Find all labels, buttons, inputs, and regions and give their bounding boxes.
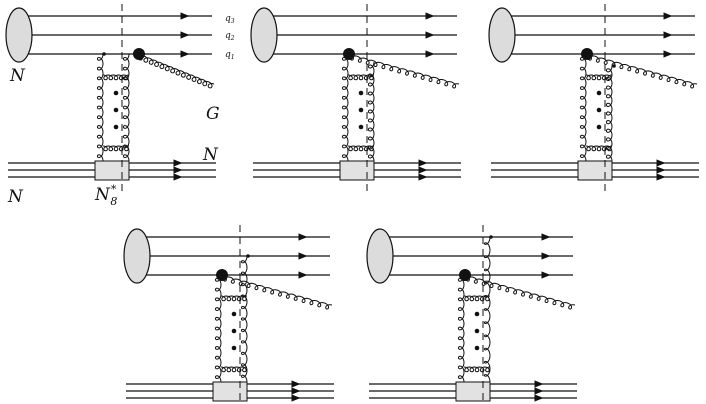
interaction-vertex — [459, 269, 471, 281]
gluon-outgoing — [348, 53, 460, 89]
label-q1: q1 — [225, 50, 235, 61]
ladder-dot-1 — [474, 311, 480, 317]
ladder-dot-3 — [231, 345, 237, 351]
vertex-dot-1 — [102, 52, 106, 56]
excited-state-box — [339, 160, 375, 181]
ladder-dot-3 — [113, 124, 119, 130]
excited-state-box — [94, 160, 130, 181]
diagram-3 — [488, 4, 699, 196]
interaction-vertex — [133, 48, 145, 60]
label-q3: q3 — [225, 14, 235, 25]
gluon-rung-1 — [347, 74, 375, 81]
diagram-1 — [5, 4, 216, 196]
diagram-2 — [250, 4, 461, 196]
ladder-dot-2 — [596, 107, 602, 113]
interaction-vertex — [581, 48, 593, 60]
ladder-dot-3 — [596, 124, 602, 130]
gluon-rung-2 — [463, 366, 491, 373]
nucleon-blob — [488, 7, 516, 63]
ladder-dot-3 — [474, 345, 480, 351]
ladder-dot-1 — [358, 90, 364, 96]
gluon-left-rail — [579, 53, 587, 162]
interaction-vertex — [343, 48, 355, 60]
gluon-rung-2 — [585, 145, 613, 152]
label-q2: q2 — [225, 31, 235, 42]
gluon-rung-2 — [347, 145, 375, 152]
vertex-dot-1 — [246, 254, 250, 258]
diagram-5 — [366, 225, 577, 404]
ladder-dot-3 — [358, 124, 364, 130]
gluon-right-rail — [483, 236, 491, 383]
gluon-rung-2 — [220, 366, 248, 373]
ladder-dot-2 — [231, 328, 237, 334]
ladder-dot-1 — [113, 90, 119, 96]
gluon-outgoing — [137, 53, 215, 89]
ladder-dot-2 — [358, 107, 364, 113]
gluon-outgoing — [221, 274, 333, 310]
ladder-dot-2 — [113, 107, 119, 113]
nucleon-blob — [250, 7, 278, 63]
vertex-dot-1 — [612, 64, 616, 68]
label-nucleon-bottom: N — [7, 187, 24, 207]
diagram-group — [5, 4, 699, 404]
excited-state-box — [212, 381, 248, 402]
label-excited-nucleon: N*8 — [94, 183, 117, 208]
label-nucleon-out: N — [202, 145, 219, 165]
ladder-dot-2 — [474, 328, 480, 334]
diagram-4 — [123, 225, 334, 404]
interaction-vertex — [216, 269, 228, 281]
nucleon-blob — [5, 7, 33, 63]
gluon-left-rail — [214, 274, 222, 383]
gluon-rung-1 — [102, 74, 130, 81]
gluon-rung-2 — [102, 145, 130, 152]
label-gluon: G — [206, 104, 220, 124]
label-nucleon-top: N — [9, 66, 26, 86]
gluon-left-rail — [96, 53, 104, 162]
excited-state-box — [577, 160, 613, 181]
gluon-right-rail — [122, 53, 130, 162]
gluon-rung-1 — [585, 74, 613, 81]
ladder-dot-1 — [231, 311, 237, 317]
nucleon-blob — [366, 228, 394, 284]
vertex-dot-1 — [489, 235, 493, 239]
gluon-left-rail — [341, 53, 349, 162]
gluon-rung-1 — [463, 295, 491, 302]
gluon-rung-1 — [220, 295, 248, 302]
gluon-right-rail — [240, 255, 248, 383]
gluon-outgoing — [464, 274, 576, 310]
excited-state-box — [455, 381, 491, 402]
gluon-left-rail — [457, 274, 465, 383]
ladder-dot-1 — [596, 90, 602, 96]
gluon-outgoing — [586, 53, 698, 89]
nucleon-blob — [123, 228, 151, 284]
